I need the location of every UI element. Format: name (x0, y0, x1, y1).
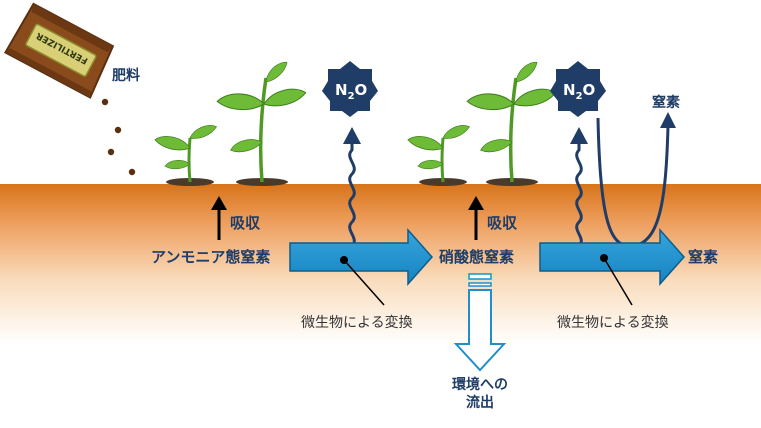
absorption-arrow-1 (211, 196, 227, 240)
microbe-label-1: 微生物による変換 (301, 314, 413, 331)
absorption-arrow-2 (468, 196, 484, 240)
fertilizer-pellets (101, 98, 136, 176)
n2o-emission-arrow-1 (343, 127, 361, 248)
nitrate-nitrogen-label: 硝酸態窒素 (439, 248, 514, 266)
n2o-emission-arrow-2 (570, 127, 588, 248)
n2o-badge-icon: N2O (550, 61, 606, 117)
leaching-arrow (453, 273, 507, 372)
seedling-icon (406, 121, 472, 186)
fertilizer-label: 肥料 (112, 67, 140, 84)
seedling-icon (216, 58, 308, 186)
nitrogen-output-label: 窒素 (688, 248, 718, 266)
absorb-label-1: 吸収 (230, 214, 261, 232)
microbe-pointer-1 (340, 256, 385, 306)
absorb-label-2: 吸収 (487, 214, 518, 232)
leaching-label-line-2: 流出 (466, 394, 494, 411)
seedling-icon (153, 121, 219, 186)
microbe-pointer-2 (600, 254, 633, 306)
conversion-arrow-2 (539, 228, 686, 286)
n2o-badge-icon: N2O (322, 61, 378, 117)
conversion-arrow-1 (289, 228, 434, 286)
n2o-label-2: N2O (563, 81, 595, 102)
seedling-icon (466, 58, 558, 186)
fertilizer-bag-icon: FERTILIZER (4, 2, 115, 99)
nitrogen-gas-label: 窒素 (652, 94, 680, 111)
leaching-label-line-1: 環境への (452, 376, 508, 393)
n2o-label-1: N2O (335, 81, 367, 102)
ammonium-nitrogen-label: アンモニア態窒素 (151, 248, 270, 266)
microbe-label-2: 微生物による変換 (557, 314, 669, 331)
